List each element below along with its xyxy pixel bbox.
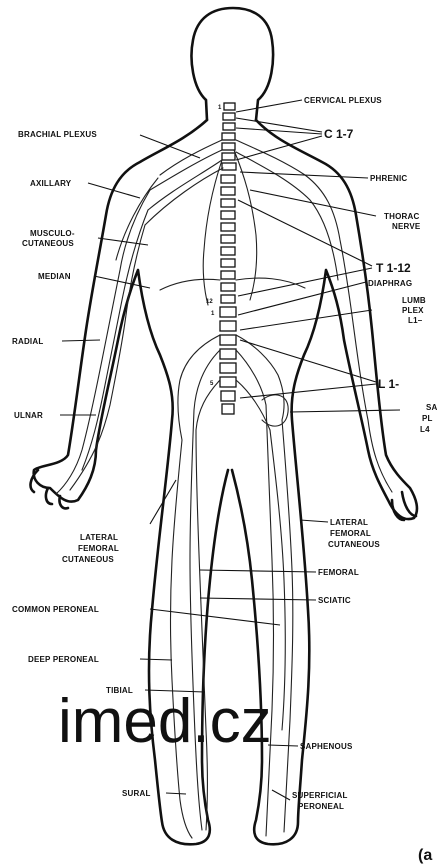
vertebra xyxy=(223,113,235,120)
vertebra xyxy=(221,247,235,255)
vertebra xyxy=(221,295,235,303)
label-c-range: C 1-7 xyxy=(324,127,354,141)
leader-femoral xyxy=(200,570,316,572)
leader-common-peroneal xyxy=(150,609,280,625)
label-brachial-plexus: BRACHIAL PLEXUS xyxy=(18,130,97,139)
vertebra xyxy=(221,223,235,231)
figure-corner-mark: (a xyxy=(418,847,432,864)
label-femoral: FEMORAL xyxy=(318,568,359,577)
leader-phrenic xyxy=(240,172,368,178)
label-saphenous: SAPHENOUS xyxy=(300,742,353,751)
label-deep-peroneal: DEEP PERONEAL xyxy=(28,655,99,664)
right-leg-nerves xyxy=(266,405,293,836)
leader-sacral xyxy=(290,410,400,412)
vertebra xyxy=(221,211,235,219)
label-lat-fem-right-1: LATERAL xyxy=(330,518,368,527)
label-sciatic: SCIATIC xyxy=(318,596,351,605)
label-lumbar-plexus-1: LUMB xyxy=(402,296,426,305)
vertebra xyxy=(220,321,236,331)
label-t-range: T 1-12 xyxy=(376,261,411,275)
leader-median xyxy=(94,276,150,288)
vertebra xyxy=(221,187,235,195)
label-lat-fem-right-2: FEMORAL xyxy=(330,529,371,538)
leader-sciatic xyxy=(200,598,316,600)
vertebra xyxy=(221,283,235,291)
label-phrenic: PHRENIC xyxy=(370,174,407,183)
vertebra xyxy=(222,133,235,140)
vertebra xyxy=(221,391,235,401)
label-musculocutaneous-2: CUTANEOUS xyxy=(22,239,74,248)
leader-radial xyxy=(62,340,100,341)
label-common-peroneal: COMMON PERONEAL xyxy=(12,605,99,614)
left-arm-nerves xyxy=(56,178,158,494)
vertebra xyxy=(221,235,235,243)
leader-lat-fem-left xyxy=(150,480,176,524)
label-lat-fem-left-1: LATERAL xyxy=(80,533,118,542)
leader-saphenous xyxy=(268,745,298,746)
label-superficial-peroneal-1: SUPERFICIAL xyxy=(292,791,348,800)
vertebra xyxy=(222,153,235,160)
spinal-column: 1 12 1 5 xyxy=(206,103,236,414)
leader-superficial-peroneal xyxy=(272,790,290,800)
label-sural: SURAL xyxy=(122,789,151,798)
vertebra xyxy=(220,363,236,373)
label-diaphragm: DIAPHRAG xyxy=(368,279,412,288)
label-musculocutaneous-1: MUSCULO- xyxy=(30,229,75,238)
right-arm-nerves xyxy=(236,140,392,492)
label-sacral-plexus-3: L4 xyxy=(420,425,430,434)
vertebra xyxy=(220,377,236,387)
vertebra xyxy=(221,199,235,207)
label-cervical-plexus: CERVICAL PLEXUS xyxy=(304,96,382,105)
label-l-range: L 1- xyxy=(378,377,399,391)
leader-lat-fem-right xyxy=(300,520,328,522)
leader-c-range-1 xyxy=(236,118,322,132)
leader-t-range-2 xyxy=(238,268,372,296)
label-superficial-peroneal-2: PERONEAL xyxy=(298,802,344,811)
leader-axillary xyxy=(88,183,140,198)
leader-cervical-plexus xyxy=(236,100,302,112)
vertebra xyxy=(223,123,235,130)
vertebra-mark-l1: 1 xyxy=(211,311,215,317)
label-sacral-plexus-2: PL xyxy=(422,414,433,423)
label-lat-fem-left-3: CUTANEOUS xyxy=(62,555,114,564)
label-lumbar-plexus-3: L1– xyxy=(408,316,423,325)
label-lat-fem-left-2: FEMORAL xyxy=(78,544,119,553)
leader-deep-peroneal xyxy=(140,659,172,660)
label-thoracic-nerves-1: THORAC xyxy=(384,212,419,221)
vertebra-mark-l5: 5 xyxy=(210,381,214,387)
leader-c-range-2 xyxy=(236,128,322,134)
vertebra xyxy=(224,103,235,110)
leader-t-range-1 xyxy=(238,200,372,266)
leader-thoracic xyxy=(250,190,376,216)
label-radial: RADIAL xyxy=(12,337,43,346)
leader-brachial-plexus xyxy=(140,135,200,158)
vertebra xyxy=(221,271,235,279)
vertebra xyxy=(220,335,236,345)
vertebra xyxy=(222,163,236,170)
leader-sural xyxy=(166,793,186,794)
label-axillary: AXILLARY xyxy=(30,179,72,188)
right-hand-fingers xyxy=(392,492,416,520)
vertebra xyxy=(220,349,236,359)
vertebra-mark-c1: 1 xyxy=(218,105,222,111)
vertebra xyxy=(221,175,235,183)
label-sacral-plexus-1: SA xyxy=(426,403,437,412)
vertebra xyxy=(222,404,234,414)
vertebra xyxy=(221,259,235,267)
label-lat-fem-right-3: CUTANEOUS xyxy=(328,540,380,549)
label-lumbar-plexus-2: PLEX xyxy=(402,306,424,315)
label-ulnar: ULNAR xyxy=(14,411,43,420)
label-thoracic-nerves-2: NERVE xyxy=(392,222,421,231)
label-median: MEDIAN xyxy=(38,272,71,281)
watermark: imed.cz xyxy=(58,687,272,756)
vertebra xyxy=(220,307,236,317)
vertebra xyxy=(222,143,235,150)
